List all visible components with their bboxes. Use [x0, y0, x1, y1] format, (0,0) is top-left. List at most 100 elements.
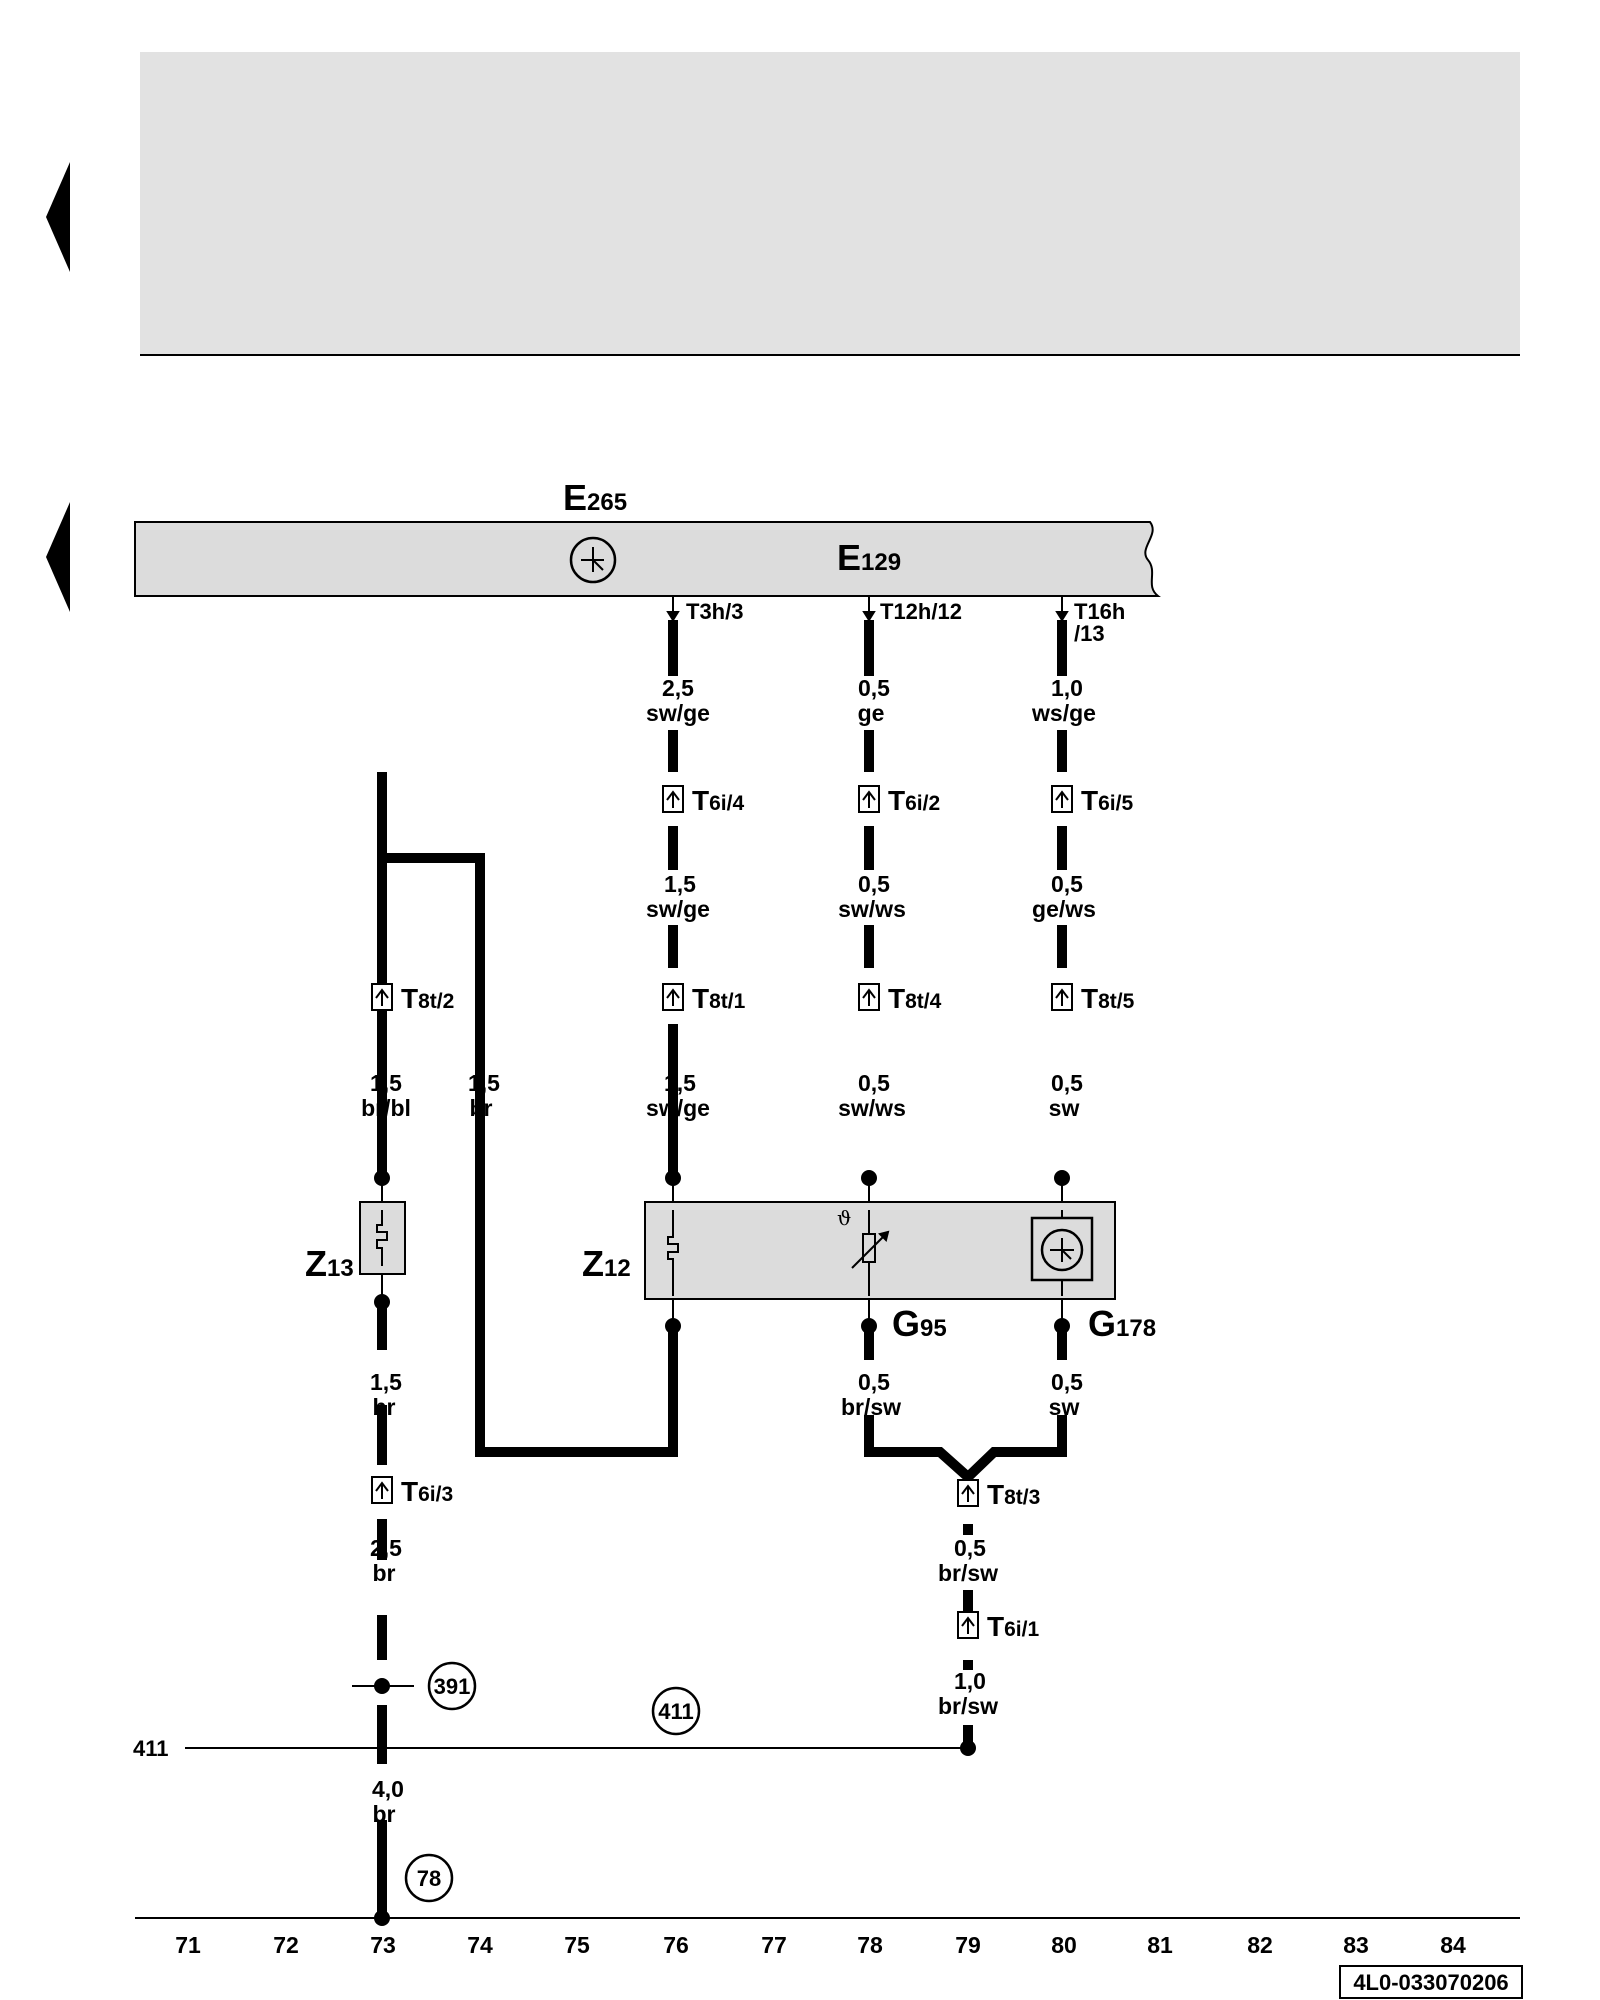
svg-text:0,5: 0,5: [954, 1535, 986, 1561]
svg-text:78: 78: [417, 1866, 441, 1891]
svg-text:ge: ge: [858, 700, 885, 726]
svg-text:sw/ge: sw/ge: [646, 700, 710, 726]
svg-text:82: 82: [1247, 1932, 1273, 1958]
svg-text:1,0: 1,0: [954, 1668, 986, 1694]
svg-text:sw: sw: [1049, 1095, 1080, 1121]
svg-text:411: 411: [658, 1699, 694, 1724]
svg-text:83: 83: [1343, 1932, 1369, 1958]
svg-text:2,5: 2,5: [662, 675, 694, 701]
connector-icon: [858, 983, 880, 1011]
t6i1-label: T6i/1: [987, 1611, 1039, 1642]
svg-text:4,0: 4,0: [372, 1776, 404, 1802]
svg-text:1,5: 1,5: [664, 871, 696, 897]
svg-text:br/sw: br/sw: [841, 1394, 901, 1420]
ref-411[interactable]: 411: [651, 1686, 701, 1736]
top-panel: [140, 52, 1520, 355]
z13-label: Z13: [305, 1243, 354, 1284]
svg-text:br/sw: br/sw: [938, 1693, 998, 1719]
connector-icon: [1051, 785, 1073, 813]
svg-text:78: 78: [857, 1932, 883, 1958]
svg-text:sw/ge: sw/ge: [646, 896, 710, 922]
g178-sensor-icon: [1030, 1210, 1094, 1296]
t8t2-label: T8t/2: [401, 983, 454, 1014]
t6i5-label: T6i/5: [1081, 785, 1133, 816]
t3h-label: T3h/3: [686, 599, 743, 624]
svg-text:0,5: 0,5: [1051, 1369, 1083, 1395]
svg-text:84: 84: [1440, 1932, 1466, 1958]
connector-icon: [957, 1479, 979, 1507]
svg-text:sw/ws: sw/ws: [838, 1095, 906, 1121]
t8t3-label: T8t/3: [987, 1479, 1040, 1510]
g178-label: G178: [1088, 1303, 1156, 1344]
temperature-sensor-icon: ϑ: [837, 1206, 890, 1296]
svg-text:391: 391: [434, 1674, 471, 1699]
connector-icon: [371, 983, 393, 1011]
svg-text:79: 79: [955, 1932, 981, 1958]
ref-78[interactable]: 78: [404, 1853, 454, 1903]
svg-text:0,5: 0,5: [858, 871, 890, 897]
svg-text:74: 74: [467, 1932, 493, 1958]
wire-labels: 2,5 sw/ge 0,5 ge 1,0 ws/ge 1,5 sw/ge 0,5…: [361, 675, 1096, 1827]
svg-text:ge/ws: ge/ws: [1032, 896, 1096, 922]
ref-391[interactable]: 391: [427, 1661, 477, 1711]
svg-text:0,5: 0,5: [858, 675, 890, 701]
svg-text:1,5: 1,5: [370, 1369, 402, 1395]
svg-text:br: br: [373, 1560, 396, 1586]
z12-label: Z12: [582, 1243, 631, 1284]
svg-text:br: br: [373, 1394, 396, 1420]
prev-section-arrow-icon[interactable]: [46, 502, 70, 612]
t8t5-label: T8t/5: [1081, 983, 1135, 1014]
svg-text:76: 76: [663, 1932, 689, 1958]
svg-text:81: 81: [1147, 1932, 1173, 1958]
control-unit-band: [134, 521, 1161, 597]
svg-text:ϑ: ϑ: [837, 1206, 851, 1230]
svg-text:sw: sw: [1049, 1394, 1080, 1420]
blower-symbol-icon: [569, 536, 617, 584]
svg-text:br: br: [373, 1801, 396, 1827]
left-ref-411: 411: [133, 1736, 169, 1761]
loop-left-73: [377, 853, 485, 1176]
connector-symbols: [371, 785, 1073, 1639]
doc-code: 4L0-033070206: [1353, 1970, 1508, 1995]
svg-text:br/bl: br/bl: [361, 1095, 411, 1121]
svg-text:73: 73: [370, 1932, 396, 1958]
svg-text:0,5: 0,5: [1051, 871, 1083, 897]
t6i2-label: T6i/2: [888, 785, 940, 816]
g95-label: G95: [892, 1303, 947, 1344]
svg-text:71: 71: [175, 1932, 201, 1958]
svg-text:br: br: [470, 1095, 493, 1121]
splice-dots: [374, 1170, 1070, 1926]
svg-text:80: 80: [1051, 1932, 1077, 1958]
prev-page-arrow-icon[interactable]: [46, 162, 70, 272]
svg-text:1,0: 1,0: [1051, 675, 1083, 701]
t8t4-label: T8t/4: [888, 983, 942, 1014]
connector-icon: [957, 1611, 979, 1639]
sensor-assembly-box: [644, 1201, 1116, 1300]
column-numbers: 71 72 73 74 75 76 77 78 79 80 81 82 83 8…: [175, 1932, 1466, 1958]
t6i3-label: T6i/3: [401, 1476, 453, 1507]
top-connector-pins: [666, 596, 1069, 622]
svg-text:75: 75: [564, 1932, 590, 1958]
connector-icon: [662, 983, 684, 1011]
svg-text:0,5: 0,5: [858, 1369, 890, 1395]
connector-icon: [371, 1476, 393, 1504]
svg-text:br/sw: br/sw: [938, 1560, 998, 1586]
svg-text:1,5: 1,5: [468, 1070, 500, 1096]
svg-text:0,5: 0,5: [1051, 1070, 1083, 1096]
t6i4-label: T6i/4: [692, 785, 744, 816]
z13-heater-icon: [376, 1210, 388, 1266]
e265-label: E265: [563, 477, 627, 518]
t16h-sub-label: /13: [1074, 621, 1105, 646]
connector-icon: [858, 785, 880, 813]
svg-text:1,5: 1,5: [664, 1070, 696, 1096]
svg-text:77: 77: [761, 1932, 787, 1958]
e129-label: E129: [837, 537, 901, 578]
connector-icon: [662, 785, 684, 813]
svg-text:1,5: 1,5: [370, 1070, 402, 1096]
svg-text:ws/ge: ws/ge: [1031, 700, 1096, 726]
svg-text:2,5: 2,5: [370, 1535, 402, 1561]
svg-text:sw/ws: sw/ws: [838, 896, 906, 922]
t8t1-label: T8t/1: [692, 983, 746, 1014]
z12-heater-icon: [667, 1210, 679, 1296]
